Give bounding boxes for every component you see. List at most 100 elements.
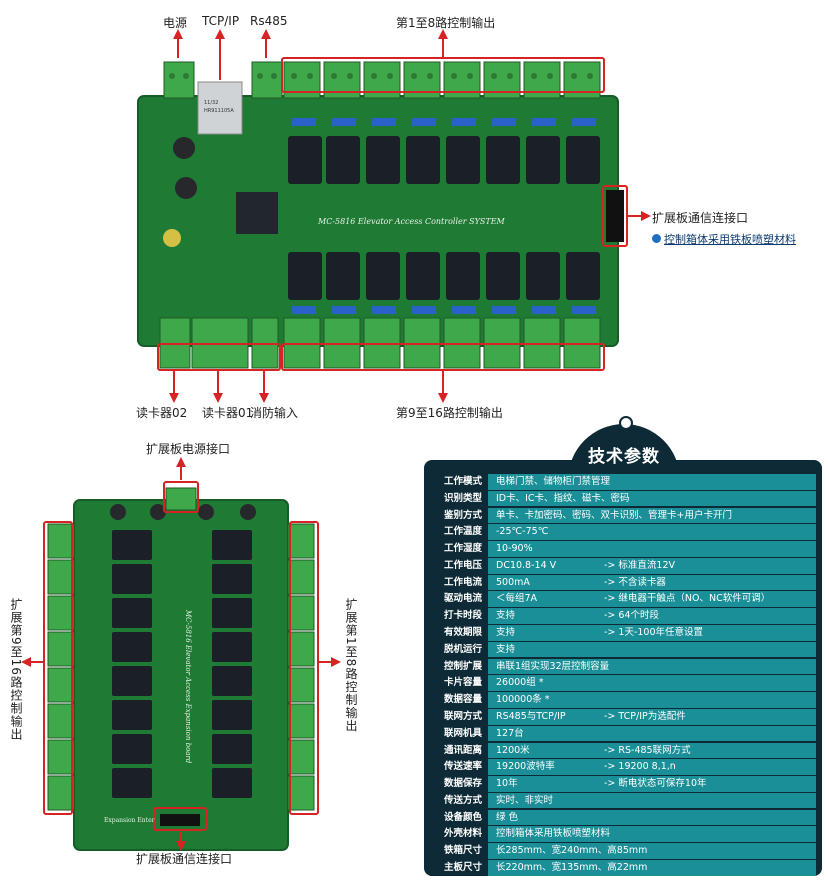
spec-key: 铁箱尺寸 [430,843,488,859]
spec-value-note: -> 19200 8,1,n [604,761,676,773]
spec-value: 控制箱体采用铁板喷塑材料 [488,826,816,842]
spec-value: RS485与TCP/IP-> TCP/IP为选配件 [488,708,816,725]
label-expansion-comm: 扩展板通信连接口 [652,211,749,225]
spec-title: 技术参数 [588,447,660,467]
spec-row: 工作湿度 10-90% [430,541,816,557]
spec-value: 长220mm、宽135mm、高22mm [488,859,816,876]
spec-value-main: 10-90% [496,543,533,555]
spec-key: 设备颜色 [430,809,488,826]
spec-value: 10年 -> 断电状态可保存10年 [488,776,816,792]
spec-value-main: 127台 [496,727,524,739]
spec-row: 主板尺寸长220mm、宽135mm、高22mm [430,859,816,876]
spec-key: 驱动电流 [430,591,488,608]
spec-row: 工作模式电梯门禁、储物柜门禁管理 [430,474,816,490]
spec-key: 通讯距离 [430,742,488,759]
spec-value: 绿 色 [488,809,816,826]
spec-value: DC10.8-14 V-> 标准直流12V [488,557,816,574]
battery [163,229,181,247]
spec-value-main: -25℃-75℃ [496,526,549,538]
expansion-connector [606,190,624,242]
spec-key: 联网方式 [430,708,488,725]
spec-value: 100000条 * [488,692,816,708]
spec-row: 打卡时段支持-> 64个时段 [430,608,816,624]
spec-key: 外壳材料 [430,826,488,842]
expansion-comm-connector [160,814,200,826]
spec-value-main: 支持 [496,627,516,639]
spec-value-main: 电梯门禁、储物柜门禁管理 [496,476,611,487]
spec-value-main: 支持 [496,610,516,622]
spec-key: 鉴别方式 [430,507,488,524]
spec-value-main: 单卡、卡加密码、密码、双卡识别、管理卡+用户卡开门 [496,509,732,521]
spec-value: 500mA-> 不含读卡器 [488,574,816,591]
spec-value-note: -> 64个时段 [604,610,659,622]
spec-key: 工作电流 [430,574,488,591]
label-reader01: 读卡器01 [202,406,254,420]
label-power: 电源 [163,16,188,30]
label-expansion-power: 扩展板电源接口 [146,442,231,456]
rj45-label: HR911105A [204,108,234,114]
label-tcpip: TCP/IP [202,14,240,28]
spec-row: 控制扩展串联1组实现32层控制容量 [430,658,816,675]
spec-value-main: 10年 [496,778,518,790]
spec-value: 26000组 * [488,675,816,691]
label-fire-input: 消防输入 [250,406,299,420]
label-expansion-comm-bottom: 扩展板通信连接口 [136,852,233,866]
spec-row: 脱机运行支持 [430,641,816,658]
spec-key: 工作温度 [430,524,488,540]
spec-value-note: -> 1天-100年任意设置 [604,627,704,639]
spec-value-main: 19200波特率 [496,761,555,773]
spec-key: 卡片容量 [430,675,488,691]
spec-value: 支持 [488,641,816,658]
spec-value-main: 绿 色 [496,811,519,823]
spec-value-main: 长285mm、宽240mm、高85mm [496,845,648,857]
spec-key: 脱机运行 [430,641,488,658]
spec-value-main: RS485与TCP/IP [496,710,566,722]
spec-key: 主板尺寸 [430,859,488,876]
spec-value: 支持 -> 1天-100年任意设置 [488,625,816,641]
spec-value-note: -> 断电状态可保存10年 [604,778,707,790]
spec-key: 识别类型 [430,490,488,507]
spec-row: 铁箱尺寸长285mm、宽240mm、高85mm [430,843,816,859]
spec-value: 实时、非实时 [488,792,816,809]
spec-value: -25℃-75℃ [488,524,816,540]
spec-key: 传送方式 [430,792,488,809]
spec-value-note: -> 继电器干触点（NO、NC软件可调） [604,593,771,605]
spec-value: ＜每组7A-> 继电器干触点（NO、NC软件可调） [488,591,816,608]
spec-value: 127台 [488,725,816,742]
expansion-silkscreen: MC-5816 Elevator Access Expansion board [184,609,192,764]
spec-value: ID卡、IC卡、指纹、磁卡、密码 [488,490,816,507]
spec-row: 工作温度 -25℃-75℃ [430,524,816,540]
label-expansion-right: 扩展第1至8路控制输出 [344,598,358,733]
label-reader02: 读卡器02 [136,406,188,420]
spec-value: 单卡、卡加密码、密码、双卡识别、管理卡+用户卡开门 [488,507,816,524]
spec-value-note: -> 不含读卡器 [604,576,666,588]
spec-value-main: 支持 [496,643,516,655]
main-board-illustration: MC-5816 Elevator Access Controller SYSTE… [137,29,651,403]
spec-key: 工作电压 [430,557,488,574]
spec-key: 有效期限 [430,625,488,641]
spec-key: 工作湿度 [430,541,488,557]
spec-value-main: DC10.8-14 V [496,559,557,571]
spec-value-main: 控制箱体采用铁板喷塑材料 [496,828,611,840]
spec-key: 数据容量 [430,692,488,708]
rj45-port [197,81,243,135]
spec-row: 驱动电流＜每组7A-> 继电器干触点（NO、NC软件可调） [430,591,816,608]
spec-value: 长285mm、宽240mm、高85mm [488,843,816,859]
spec-value: 10-90% [488,541,816,557]
spec-value: 19200波特率 -> 19200 8,1,n [488,759,816,775]
relay-row-top [288,136,600,184]
expansion-silkscreen-2: Expansion Enter [104,817,155,824]
spec-value-main: 串联1组实现32层控制容量 [496,660,610,672]
expansion-pcb [73,499,289,851]
main-board-silkscreen: MC-5816 Elevator Access Controller SYSTE… [317,217,506,226]
mcu-chip [236,192,278,234]
